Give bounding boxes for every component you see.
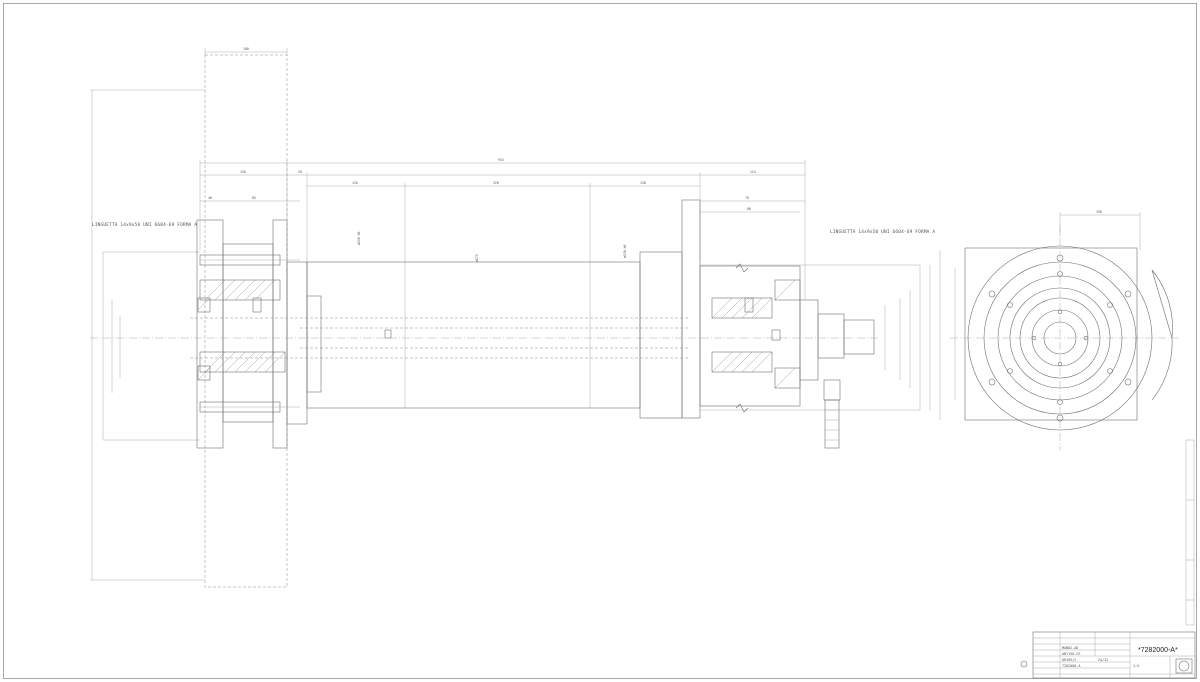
company-logo	[1175, 658, 1193, 674]
dim-dia-2: ø175	[475, 254, 479, 262]
keyway-note-right: LINGUETTA 14x9x50 UNI 6604-69 FORMA A	[830, 229, 935, 235]
end-view: 190	[939, 210, 1180, 450]
dim-sub-c: 70	[745, 196, 749, 200]
tb-row2: ANT150-CE	[1062, 652, 1080, 656]
revision-strip	[1185, 439, 1195, 626]
left-flange-assembly: 180	[90, 47, 322, 588]
dim-sub-a: 40	[208, 196, 212, 200]
drawing-code: *7282000-A*	[1138, 647, 1178, 654]
spindle-body: 953 136 26 124 120 320 138 40 85	[90, 158, 880, 419]
dim-sub-d: 80	[747, 207, 751, 211]
dim-seg-c: 320	[493, 181, 499, 185]
dim-seg-b: 120	[352, 181, 358, 185]
dim-seg-d: 138	[640, 181, 646, 185]
dim-top-width: 180	[243, 47, 249, 51]
keyway-note-left: LINGUETTA 14x9x50 UNI 6604-69 FORMA A	[92, 222, 197, 228]
dim-seg-left: 136	[240, 170, 246, 174]
dim-overall: 953	[498, 158, 504, 162]
tb-row3: QRI05/2	[1062, 658, 1076, 662]
dim-dia-3: ø150 h6	[623, 244, 627, 258]
title-block: *7282000-A* MAN02-AD ANT150-CE QRI05/2 7…	[1020, 631, 1196, 679]
dim-seg-a: 26	[298, 170, 302, 174]
tb-row4: 7282000-A	[1062, 664, 1080, 668]
tb-date: 24/12	[1098, 658, 1108, 662]
tb-scale: 1:5	[1133, 664, 1139, 668]
sheet-border	[3, 3, 1197, 679]
dim-seg-e: 124	[750, 170, 756, 174]
dim-sub-b: 85	[252, 196, 256, 200]
tb-row1: MAN02-AD	[1062, 646, 1078, 650]
dim-side-top: 190	[1096, 210, 1102, 214]
right-end-assembly: 70 80	[700, 196, 931, 449]
dim-dia-1: ø150 h6	[357, 231, 361, 245]
